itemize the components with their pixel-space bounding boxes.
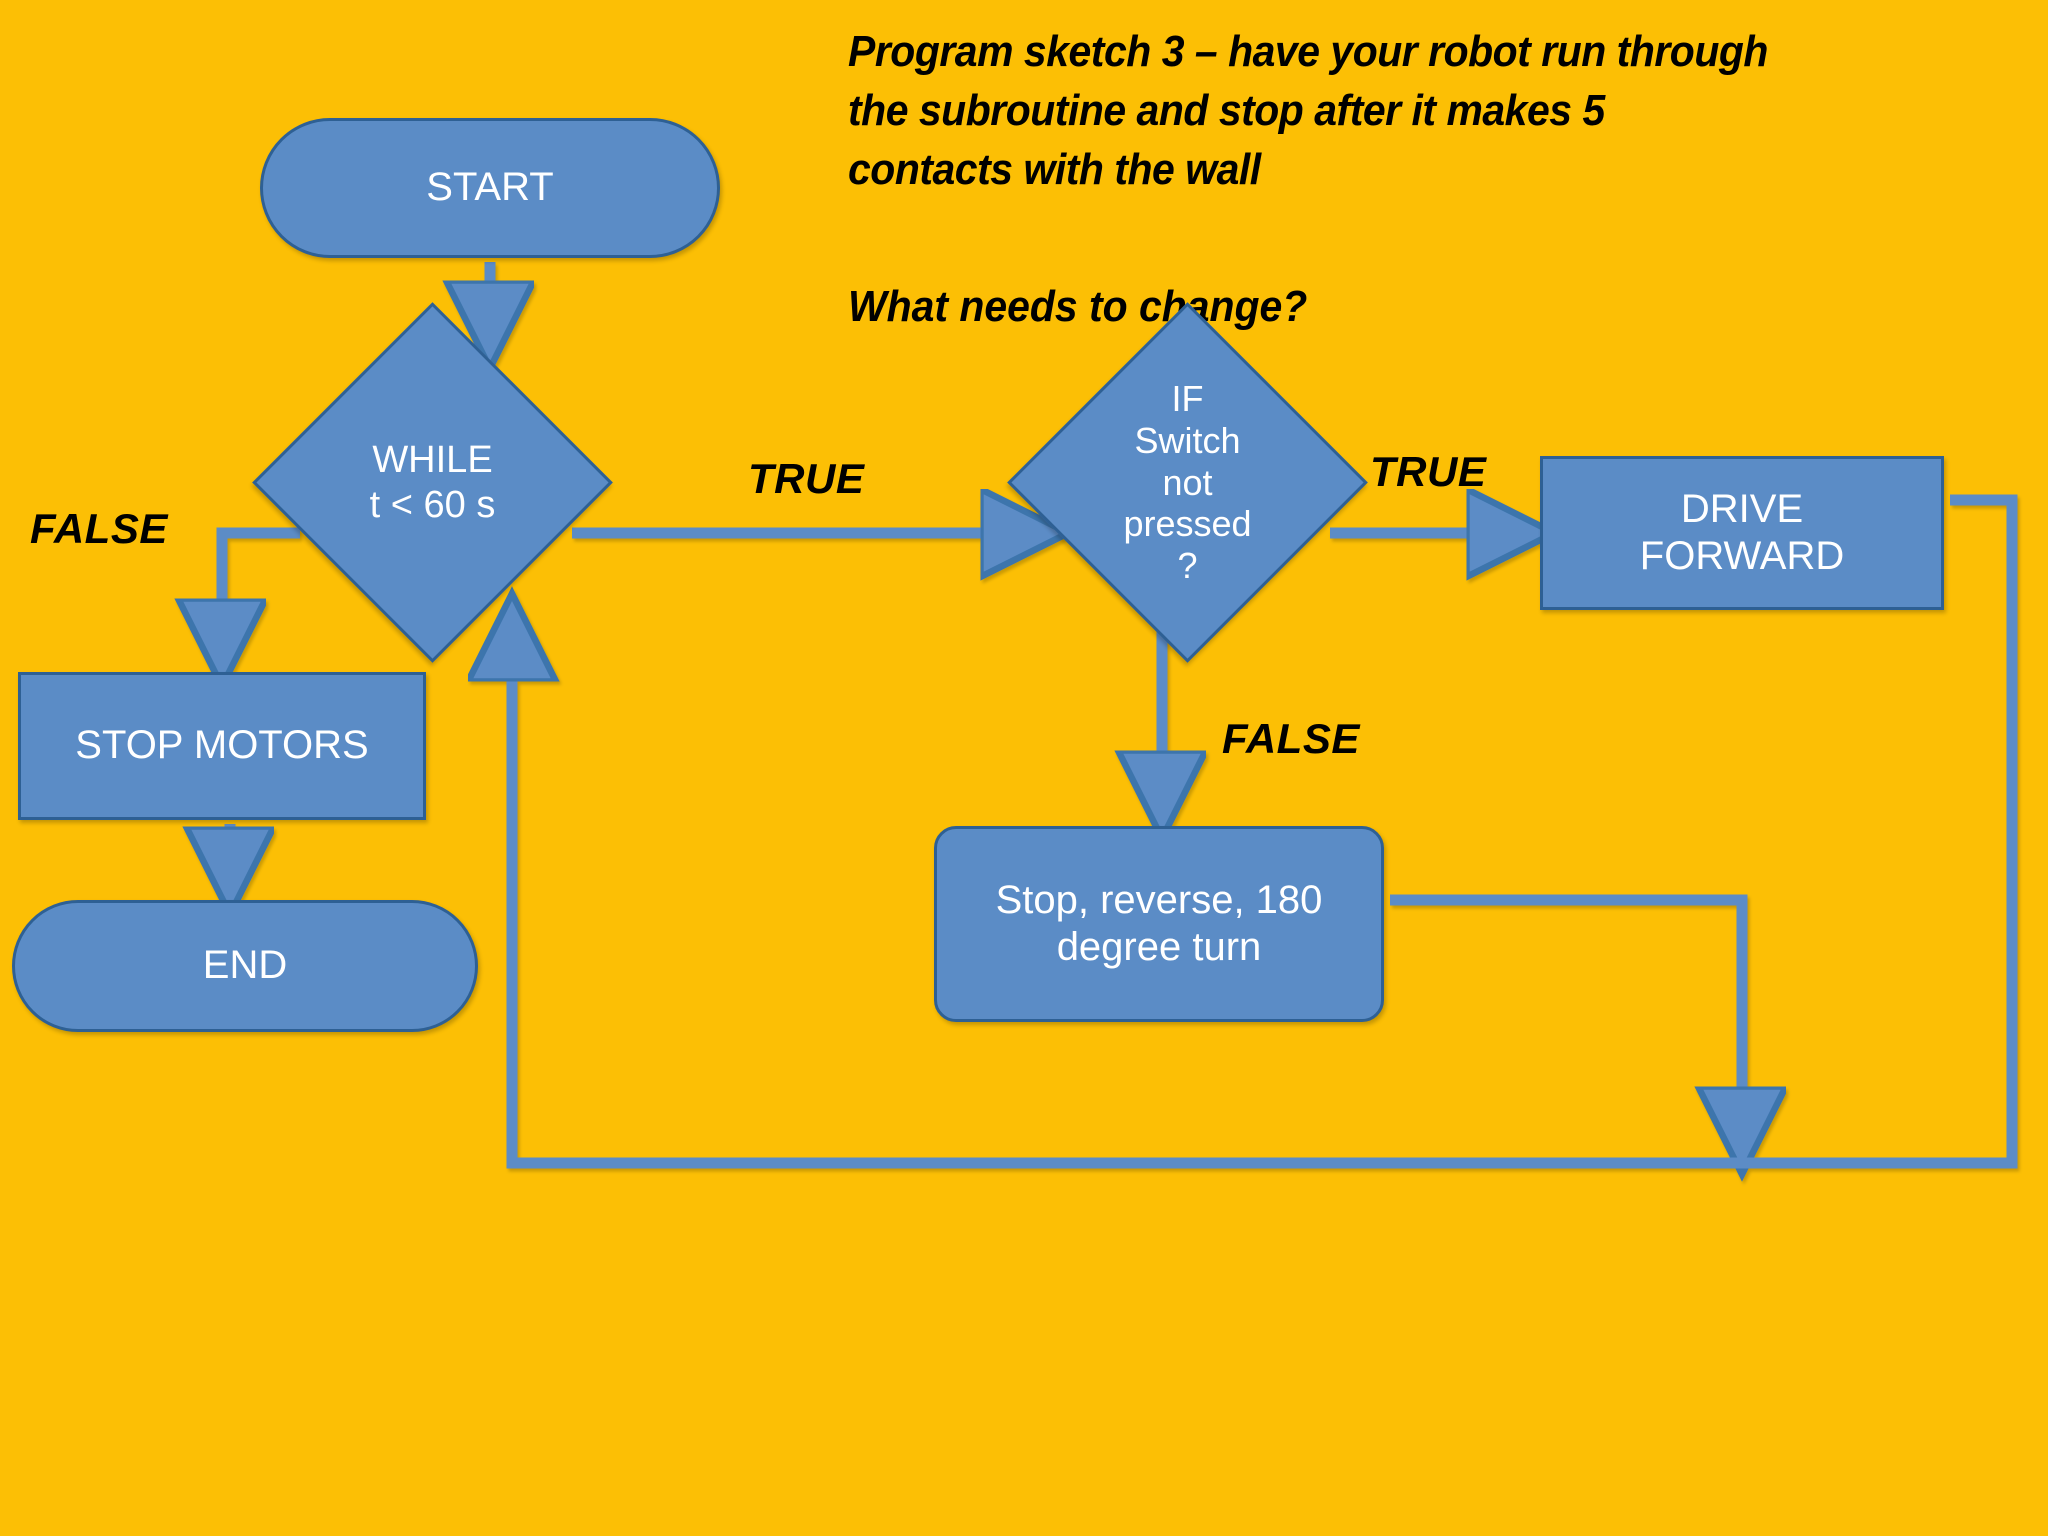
- heading-line-1: Program sketch 3 – have your robot run t…: [848, 27, 1768, 76]
- if-switch-label: IF Switch not pressed ?: [1123, 378, 1252, 587]
- while-label: WHILE t < 60 s: [369, 439, 496, 526]
- node-drive-forward[interactable]: DRIVE FORWARD: [1540, 456, 1944, 610]
- heading-line-3: contacts with the wall: [848, 145, 1261, 194]
- edge-stoprev-loop: [1390, 894, 1742, 1148]
- node-stop-reverse-turn[interactable]: Stop, reverse, 180 degree turn: [934, 826, 1384, 1022]
- node-end[interactable]: END: [12, 900, 478, 1032]
- node-start[interactable]: START: [260, 118, 720, 258]
- node-while[interactable]: WHILE t < 60 s: [252, 302, 613, 663]
- edge-label-false-while: FALSE: [30, 505, 168, 552]
- heading-question: What needs to change?: [848, 282, 1308, 331]
- edge-drive-loop: [512, 494, 2018, 1169]
- edge-label-true-if-drive: TRUE: [1370, 448, 1487, 495]
- heading-line-2: the subroutine and stop after it makes 5: [848, 86, 1605, 135]
- node-stop-motors[interactable]: STOP MOTORS: [18, 672, 426, 820]
- edge-while-stopmotors: [222, 527, 300, 660]
- node-if-switch[interactable]: IF Switch not pressed ?: [1007, 302, 1368, 663]
- edge-label-true-while-if: TRUE: [748, 455, 865, 502]
- edge-label-false-if-stoprev: FALSE: [1222, 715, 1360, 762]
- slide-heading: Program sketch 3 – have your robot run t…: [848, 22, 2038, 199]
